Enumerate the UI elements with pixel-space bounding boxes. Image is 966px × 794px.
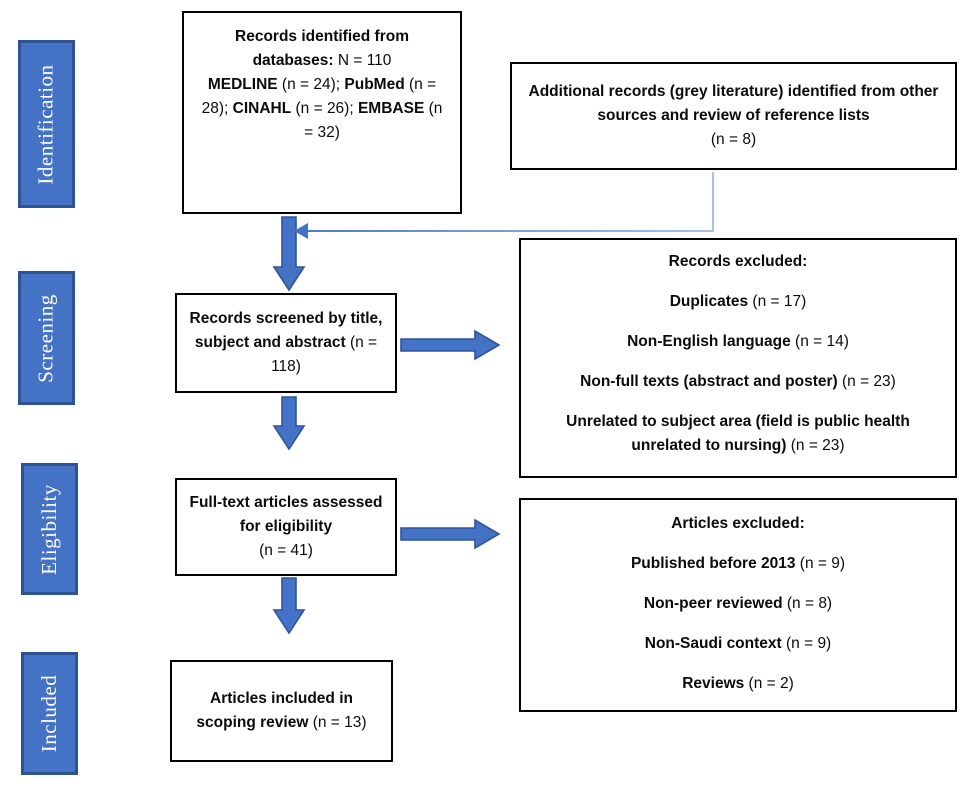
records-excluded-item: Duplicates (n = 17) [669,293,807,310]
stage-included: Included [21,652,78,775]
stage-screening: Screening [18,271,75,405]
records-screened-text: Records screened by title, subject and a… [189,310,383,375]
articles-excluded-item: Non-Saudi context (n = 9) [644,635,832,652]
arrow-fulltext-to-included [272,577,306,635]
stage-identification-label: Identification [34,63,58,185]
records-excluded-title: Records excluded: [668,253,808,270]
down-arrow-icon [272,216,306,292]
arrow-identified-to-screened [272,216,306,292]
connector-additional-to-flow [294,172,714,239]
additional-records-text: Additional records (grey literature) ide… [528,83,939,124]
box-articles-included: Articles included in scoping review (n =… [170,660,393,762]
down-arrow-icon [272,396,306,451]
down-arrow-icon [272,577,306,635]
box-records-identified: Records identified from databases: N = 1… [182,11,462,214]
fulltext-assessed-count: (n = 41) [259,542,313,559]
records-excluded-item: Non-English language (n = 14) [627,333,849,350]
records-excluded-item: Unrelated to subject area (field is publ… [566,413,910,454]
right-arrow-icon [400,329,501,361]
additional-records-count: (n = 8) [710,131,757,148]
box-additional-records: Additional records (grey literature) ide… [510,62,957,170]
box-fulltext-assessed: Full-text articles assessed for eligibil… [175,478,397,576]
stage-eligibility-label: Eligibility [37,483,62,575]
stage-screening-label: Screening [34,293,59,383]
connector-line [307,172,714,232]
left-arrowhead-icon [294,223,308,239]
box-records-screened: Records screened by title, subject and a… [175,293,397,393]
articles-excluded-item: Published before 2013 (n = 9) [630,555,846,572]
stage-identification: Identification [18,40,75,208]
arrow-fulltext-to-excluded [400,518,501,550]
box-records-excluded: Records excluded: Duplicates (n = 17) No… [519,238,957,478]
articles-excluded-item: Non-peer reviewed (n = 8) [643,595,833,612]
stage-included-label: Included [37,674,62,753]
arrow-screened-to-excluded [400,329,501,361]
records-excluded-item: Non-full texts (abstract and poster) (n … [580,373,896,390]
right-arrow-icon [400,518,501,550]
box-articles-excluded: Articles excluded: Published before 2013… [519,498,957,712]
articles-excluded-title: Articles excluded: [671,515,805,532]
articles-excluded-item: Reviews (n = 2) [682,675,794,692]
fulltext-assessed-text: Full-text articles assessed for eligibil… [189,494,383,535]
articles-included-text: Articles included in scoping review (n =… [196,690,367,731]
records-identified-title: Records identified from databases: N = 1… [235,28,409,69]
stage-eligibility: Eligibility [21,463,78,595]
arrow-screened-to-fulltext [272,396,306,451]
records-identified-sources: MEDLINE (n = 24); PubMed (n = 28); CINAH… [201,76,443,141]
